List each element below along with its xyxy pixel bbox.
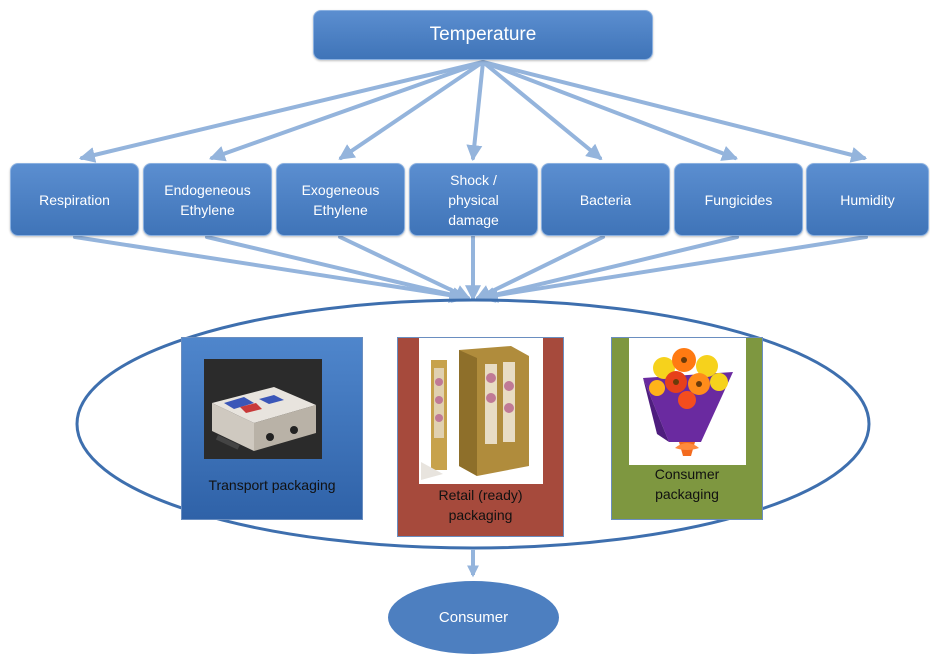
retail-packaging-label: Retail (ready) packaging (438, 487, 523, 523)
arrow-temp-fungicides (481, 60, 738, 161)
transport-packaging-panel: Transport packaging (181, 337, 363, 520)
factor-endogeneous-ethylene: Endogeneous Ethylene (143, 163, 272, 236)
arrow-respiration-packaging (73, 235, 466, 303)
factor-bacteria: Bacteria (541, 163, 670, 236)
factor-fungicides: Fungicides (674, 163, 803, 236)
arrow-endo-ethylene-packaging (205, 235, 469, 303)
arrow-temp-bacteria (481, 60, 603, 161)
temperature-box: Temperature (313, 10, 653, 60)
retail-packaging-panel: Retail (ready) packaging (397, 337, 564, 537)
consumer-node: Consumer (388, 581, 559, 654)
factor-shock-physical-damage: Shock / physical damage (409, 163, 538, 236)
arrow-exo-ethylene-packaging (338, 235, 471, 300)
consumer-packaging-label: Consumer packaging (654, 466, 720, 502)
arrow-humidity-packaging (481, 235, 868, 303)
factor-humidity: Humidity (806, 163, 929, 236)
arrow-temp-humidity (481, 60, 868, 163)
flower-bouquet-image (629, 338, 746, 465)
retail-display-box-image (419, 338, 543, 484)
arrow-temp-respiration (78, 60, 485, 163)
factor-exogeneous-ethylene: Exogeneous Ethylene (276, 163, 405, 236)
arrow-fungicides-packaging (478, 235, 739, 303)
arrow-temp-endo-ethylene (208, 60, 485, 162)
transport-packaging-label: Transport packaging (208, 477, 336, 493)
factor-respiration: Respiration (10, 163, 139, 236)
arrow-temp-exo-ethylene (338, 60, 485, 160)
consumer-packaging-panel: Consumer packaging (611, 337, 763, 520)
packaging-ellipse (75, 298, 871, 550)
arrow-temp-shock (466, 60, 485, 162)
cardboard-box-image (204, 359, 322, 459)
